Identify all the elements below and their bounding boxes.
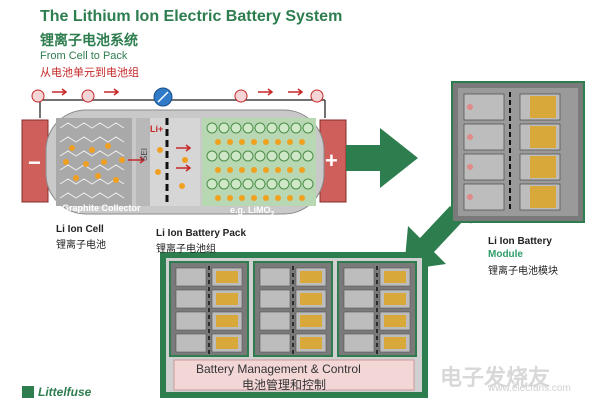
- page-title-cn: 锂离子电池系统: [40, 32, 138, 48]
- battery-pack: [160, 252, 428, 398]
- page-title: The Lithium Ion Electric Battery System: [40, 8, 343, 25]
- li-ion-label: Li+: [150, 124, 164, 134]
- sei-label: SEI: [139, 148, 149, 161]
- module-label-2: Module: [488, 249, 523, 260]
- subtitle: From Cell to Pack: [40, 50, 128, 62]
- watermark: 电子发烧友: [440, 365, 551, 390]
- lithium-ions-anode: [63, 143, 188, 189]
- cathode-label: e.g. LiMO2: [230, 205, 275, 218]
- bms-title-cn: 电池管理和控制: [242, 378, 327, 392]
- circuit-wire: [31, 87, 326, 118]
- cathode-layer: [206, 122, 314, 201]
- pack-label-cn: 锂离子电池组: [156, 244, 216, 255]
- subtitle-cn: 从电池单元到电池组: [40, 67, 139, 79]
- watermark-url: www.elecfans.com: [488, 383, 571, 394]
- arrow-right-icon: [346, 128, 418, 188]
- cell-label: Li Ion Cell: [56, 224, 104, 235]
- li-ion-cell: [21, 109, 347, 215]
- brand-logo: Littelfuse: [38, 385, 92, 399]
- littelfuse-logo-icon: [22, 386, 34, 398]
- plus-terminal: +: [325, 148, 338, 173]
- module-label: Li Ion Battery: [488, 236, 552, 247]
- li-ion-arrows: [128, 144, 192, 172]
- bms-title: Battery Management & Control: [196, 362, 361, 376]
- pack-label: Li Ion Battery Pack: [156, 228, 247, 239]
- bms-box: [173, 359, 415, 391]
- cell-label-cn: 锂离子电池: [56, 240, 106, 251]
- minus-terminal: −: [28, 150, 41, 175]
- battery-module: [451, 81, 585, 223]
- module-label-cn: 锂离子电池模块: [488, 266, 558, 277]
- graphite-label: Graphite Collector: [62, 203, 141, 213]
